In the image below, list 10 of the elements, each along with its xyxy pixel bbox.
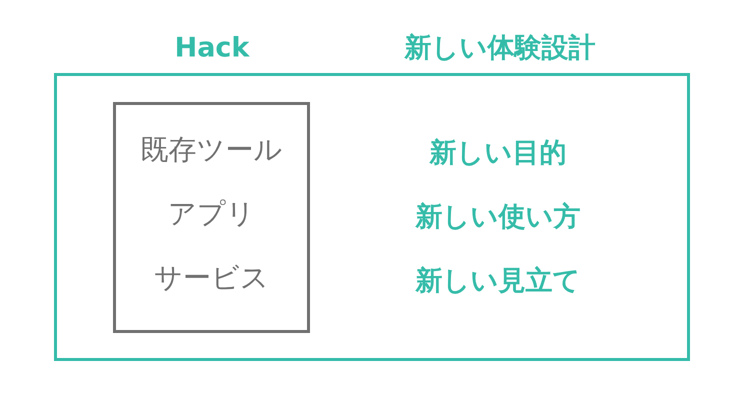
column-heading: Hack bbox=[174, 32, 250, 64]
keyword-label: 新しい使い方 bbox=[416, 201, 580, 233]
keyword-label: 新しい見立て bbox=[416, 265, 580, 297]
list-box bbox=[113, 102, 310, 333]
column-heading: 新しい体験設計 bbox=[404, 32, 596, 64]
group-frame bbox=[54, 73, 690, 361]
list-item: 既存ツール bbox=[140, 134, 282, 166]
list-item: サービス bbox=[154, 262, 269, 294]
list-item: アプリ bbox=[168, 198, 255, 230]
keyword-label: 新しい目的 bbox=[430, 137, 566, 169]
